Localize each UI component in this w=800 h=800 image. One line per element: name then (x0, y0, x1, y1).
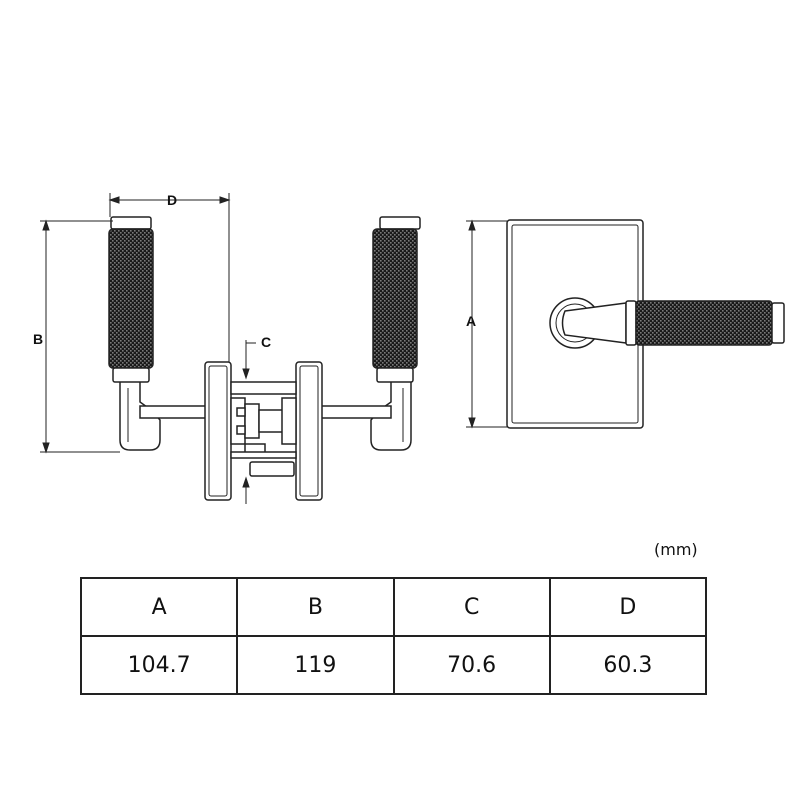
dimension-d (108, 193, 231, 362)
dimension-a-label: A (466, 313, 476, 329)
table-header-cell: A (79, 577, 239, 637)
side-view-knurled-grip (635, 300, 773, 346)
table-value-cell: 70.6 (392, 635, 551, 695)
dimension-b (40, 219, 120, 454)
left-lever-handle (108, 216, 211, 451)
side-view-lever (561, 300, 785, 346)
lever-handle-technical-drawing: B D C A (33, 192, 785, 504)
dimension-c (242, 340, 256, 504)
dimension-spec-table: A B C D 104.7 119 70.6 60.3 (79, 577, 708, 695)
left-lever-knurled-grip (108, 228, 154, 369)
right-lever-handle (320, 216, 421, 451)
right-lever-knurled-grip (372, 228, 418, 369)
dimension-b-label: B (33, 331, 43, 347)
rose-and-latch-assembly (204, 361, 323, 501)
table-value-cell: 60.3 (548, 635, 708, 695)
dimension-d-label: D (167, 192, 177, 208)
table-row: 104.7 119 70.6 60.3 (79, 635, 708, 695)
dimension-a (466, 219, 507, 429)
table-header-cell: C (392, 577, 551, 637)
table-header-cell: D (548, 577, 708, 637)
table-header-row: A B C D (79, 577, 708, 637)
table-value-cell: 119 (236, 635, 395, 695)
units-label: (mm) (654, 540, 698, 559)
table-header-cell: B (236, 577, 395, 637)
table-value-cell: 104.7 (79, 635, 239, 695)
dimension-c-label: C (261, 334, 271, 350)
